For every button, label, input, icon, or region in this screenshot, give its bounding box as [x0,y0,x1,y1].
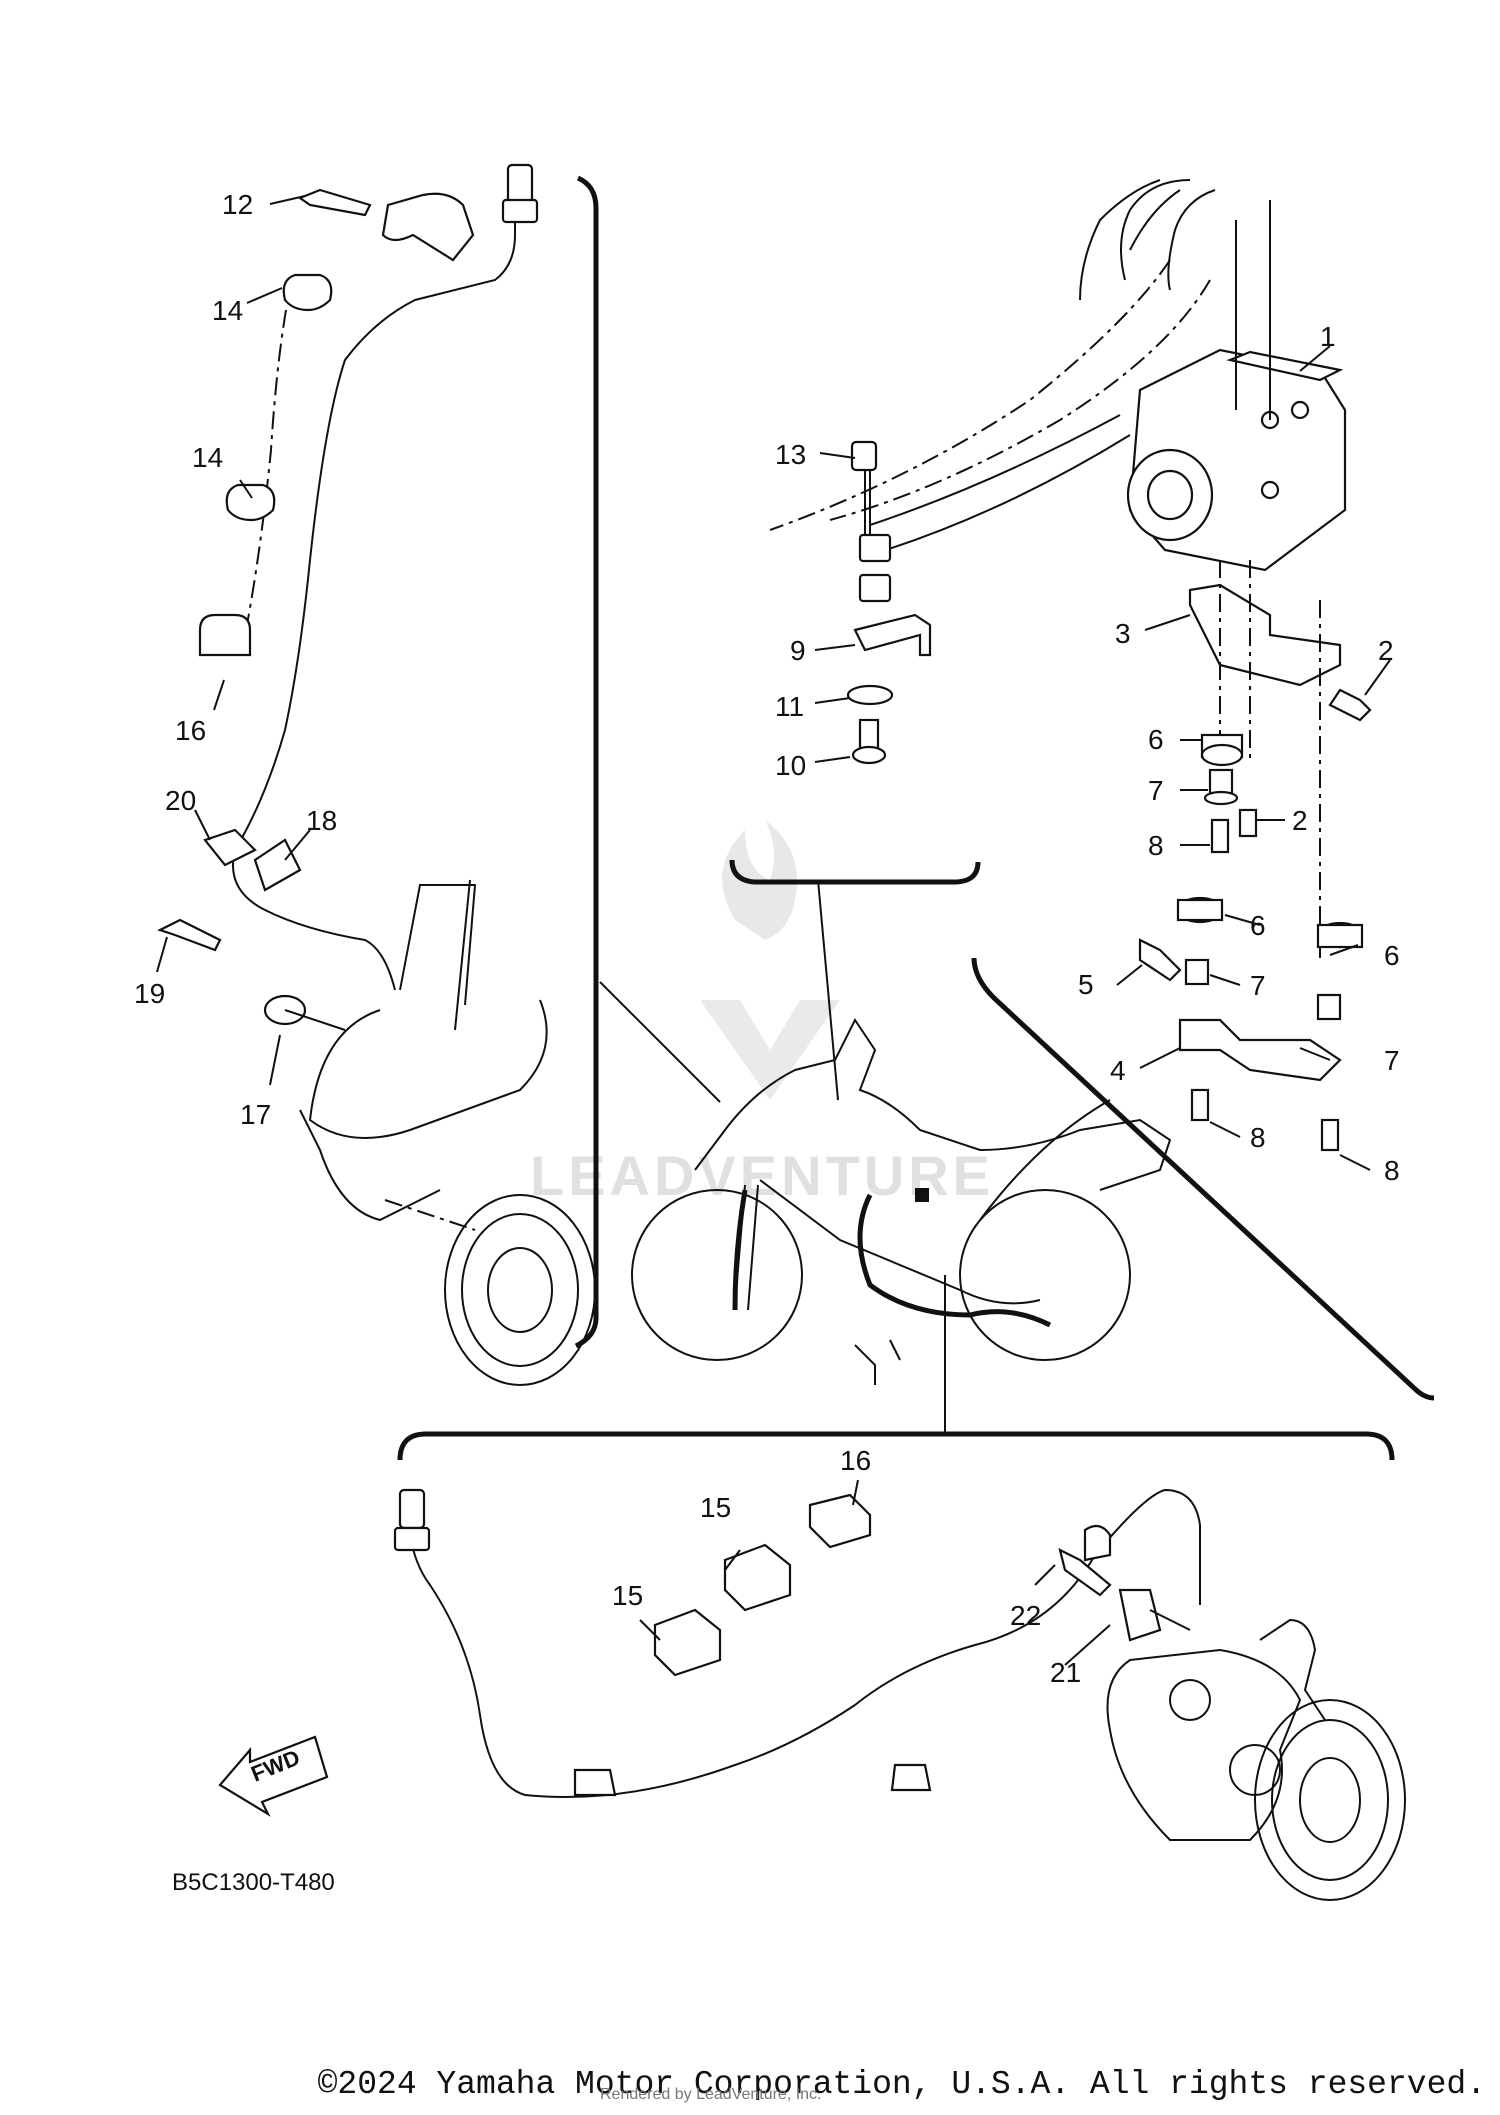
section-dividers [397,175,1435,1461]
callout-15: 15 [700,1492,731,1523]
watermark-text: LEADVENTURE [530,1144,994,1207]
watermark: LEADVENTURE [530,820,994,1207]
callout-14: 14 [212,295,243,326]
callout-8: 8 [1384,1155,1400,1186]
callout-2: 2 [1292,805,1308,836]
callout-8: 8 [1250,1122,1266,1153]
callout-20: 20 [165,785,196,816]
copyright-text: ©2024 Yamaha Motor Corporation, U.S.A. A… [317,2066,1486,2103]
callout-14: 14 [192,442,223,473]
callout-6: 6 [1148,724,1164,755]
callout-1: 1 [1320,321,1336,352]
callout-11: 11 [775,691,804,722]
callout-7: 7 [1384,1045,1400,1076]
front-sensor-section [157,163,596,1386]
leader-lines [156,195,1391,1666]
callout-8: 8 [1148,830,1164,861]
callout-6: 6 [1384,940,1400,971]
callout-2: 2 [1378,635,1394,666]
callout-4: 4 [1110,1055,1126,1086]
callout-10: 10 [775,750,806,781]
callout-labels: 12 14 14 16 20 18 19 17 13 9 11 10 1 3 2… [134,189,1400,1688]
callout-15: 15 [612,1580,643,1611]
callout-16: 16 [175,715,206,746]
callout-22: 22 [1010,1600,1041,1631]
callout-9: 9 [790,635,806,666]
diagram-code: B5C1300-T480 [172,1869,335,1896]
rendered-by-text: Rendered by LeadVenture, Inc. [600,2086,822,2103]
callout-5: 5 [1078,969,1094,1000]
hydraulic-unit-section [769,179,1372,1152]
callout-6: 6 [1250,910,1266,941]
callout-19: 19 [134,978,165,1009]
callout-13: 13 [775,439,806,470]
callout-12: 12 [222,189,253,220]
callout-16: 16 [840,1445,871,1476]
callout-18: 18 [306,805,337,836]
callout-3: 3 [1115,618,1131,649]
rear-sensor-section [393,1488,1406,1901]
fwd-arrow-icon: FWD [218,1735,329,1817]
callout-7: 7 [1250,970,1266,1001]
callout-17: 17 [240,1099,271,1130]
motorcycle-outline [631,1018,1172,1385]
callout-7: 7 [1148,775,1164,806]
callout-21: 21 [1050,1657,1081,1688]
